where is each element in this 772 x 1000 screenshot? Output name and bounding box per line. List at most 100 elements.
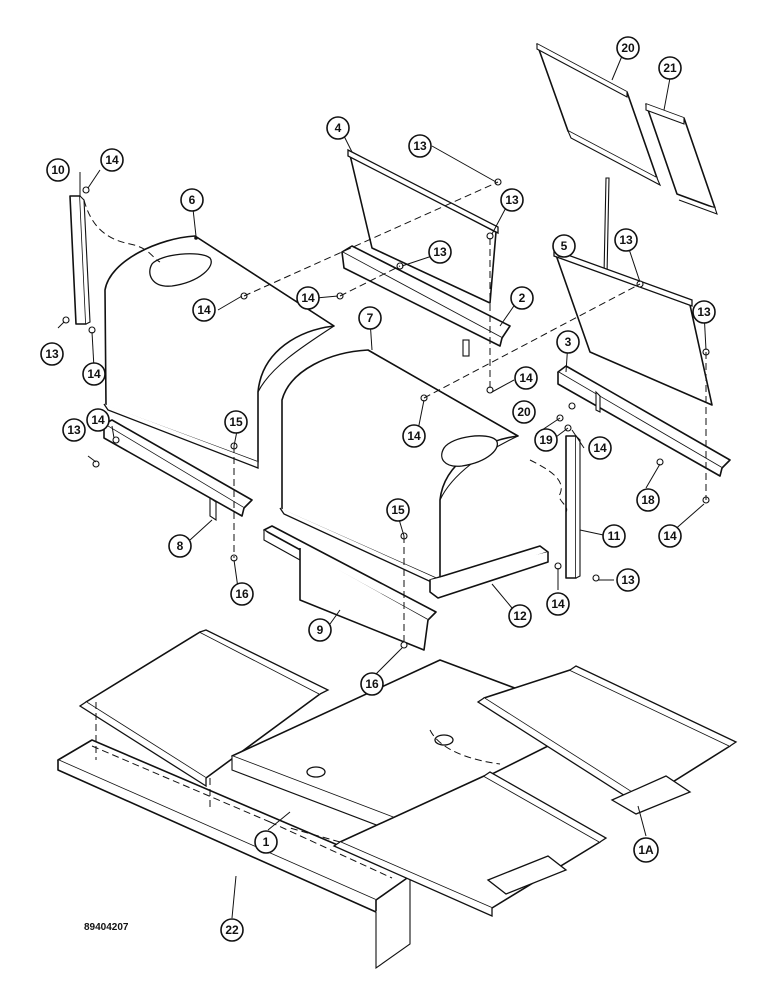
callout-14-label: 14 [551, 597, 565, 611]
callout-14: 14 [192, 298, 216, 322]
callout-13-label: 13 [505, 193, 519, 207]
callout-14-label: 14 [407, 429, 421, 443]
callout-21-label: 21 [663, 61, 677, 75]
callout-18-label: 19 [539, 433, 553, 447]
callout-22: 22 [220, 918, 244, 942]
callout-9: 9 [308, 618, 332, 642]
callout-16-label: 16 [235, 587, 249, 601]
callout-15: 15 [224, 410, 248, 434]
callout-13: 13 [614, 228, 638, 252]
cover-7 [279, 349, 519, 588]
callout-18: 19 [534, 428, 558, 452]
callout-15-label: 15 [229, 415, 243, 429]
callout-16: 16 [230, 582, 254, 606]
callout-13-label: 13 [45, 347, 59, 361]
callout-19-label: 20 [517, 405, 531, 419]
callout-10-label: 10 [51, 163, 65, 177]
callout-13-label: 13 [621, 573, 635, 587]
callout-3-label: 3 [565, 335, 572, 349]
callout-11-label: 11 [608, 529, 621, 543]
platform-left [78, 629, 330, 788]
callout-14-label: 14 [301, 291, 315, 305]
callout-1a-label: 1A [638, 843, 654, 857]
callout-2: 2 [510, 286, 534, 310]
callout-16-label: 16 [365, 677, 379, 691]
callout-2-label: 2 [519, 291, 526, 305]
callout-14-label: 14 [519, 371, 533, 385]
callout-12-label: 12 [513, 609, 527, 623]
callout-20: 20 [616, 36, 640, 60]
callout-14: 14 [588, 436, 612, 460]
callout-14: 14 [514, 366, 538, 390]
channel-10 [69, 195, 91, 325]
callout-13: 13 [692, 300, 716, 324]
callout-15-label: 15 [391, 503, 405, 517]
callout-13: 13 [62, 418, 86, 442]
callout-1: 1 [254, 830, 278, 854]
callout-13: 13 [616, 568, 640, 592]
callout-12: 12 [508, 604, 532, 628]
callout-14-label: 14 [663, 529, 677, 543]
callout-7: 7 [358, 306, 382, 330]
callout-13: 13 [500, 188, 524, 212]
callout-13: 13 [40, 342, 64, 366]
callout-17: 18 [636, 488, 660, 512]
callout-1a: 1A [633, 837, 659, 863]
callout-5-label: 5 [561, 239, 568, 253]
panel-5 [553, 249, 713, 406]
callout-14-label: 14 [593, 441, 607, 455]
callout-13-label: 13 [433, 245, 447, 259]
platform-1a [476, 665, 738, 815]
callout-19: 20 [512, 400, 536, 424]
callout-13-label: 13 [619, 233, 633, 247]
callout-10: 10 [46, 158, 70, 182]
callout-20-label: 20 [621, 41, 635, 55]
callout-14: 14 [546, 592, 570, 616]
callout-14: 14 [82, 362, 106, 386]
angle-9 [263, 525, 437, 651]
callout-7-label: 7 [367, 311, 374, 325]
callout-13-label: 13 [697, 305, 711, 319]
callout-13: 13 [408, 134, 432, 158]
callout-4-label: 4 [335, 121, 342, 135]
callout-14: 14 [100, 148, 124, 172]
callout-21: 21 [658, 56, 682, 80]
callout-8-label: 8 [177, 539, 184, 553]
platform-center [332, 771, 608, 917]
callout-13-label: 13 [413, 139, 427, 153]
panel-21 [645, 103, 718, 215]
callout-15: 15 [386, 498, 410, 522]
callout-6: 6 [180, 188, 204, 212]
assembly-lines [83, 181, 707, 879]
channel-11 [565, 435, 581, 579]
callout-16: 16 [360, 672, 384, 696]
bar-12 [429, 545, 549, 599]
callout-14: 14 [296, 286, 320, 310]
callout-14: 14 [402, 424, 426, 448]
callout-3: 3 [556, 330, 580, 354]
callout-4: 4 [326, 116, 350, 140]
drawing-number: 89404207 [84, 922, 129, 933]
panel-4 [347, 148, 499, 304]
callout-1-label: 1 [263, 835, 270, 849]
callout-22-label: 22 [225, 923, 239, 937]
callout-6-label: 6 [189, 193, 196, 207]
angle-3 [557, 365, 731, 477]
callout-14-label: 14 [105, 153, 119, 167]
seal-strip [603, 177, 610, 276]
panel-20 [536, 43, 662, 187]
cover-6 [103, 235, 335, 469]
callout-14: 14 [86, 408, 110, 432]
callout-17-label: 18 [641, 493, 655, 507]
callout-13: 13 [428, 240, 452, 264]
callout-5: 5 [552, 234, 576, 258]
callout-8: 8 [168, 534, 192, 558]
callout-14-label: 14 [91, 413, 105, 427]
callout-9-label: 9 [317, 623, 324, 637]
callout-13-label: 13 [67, 423, 81, 437]
callout-14-label: 14 [87, 367, 101, 381]
callout-11: 11 [602, 524, 626, 548]
channel-22 [57, 739, 411, 970]
callout-14: 14 [658, 524, 682, 548]
